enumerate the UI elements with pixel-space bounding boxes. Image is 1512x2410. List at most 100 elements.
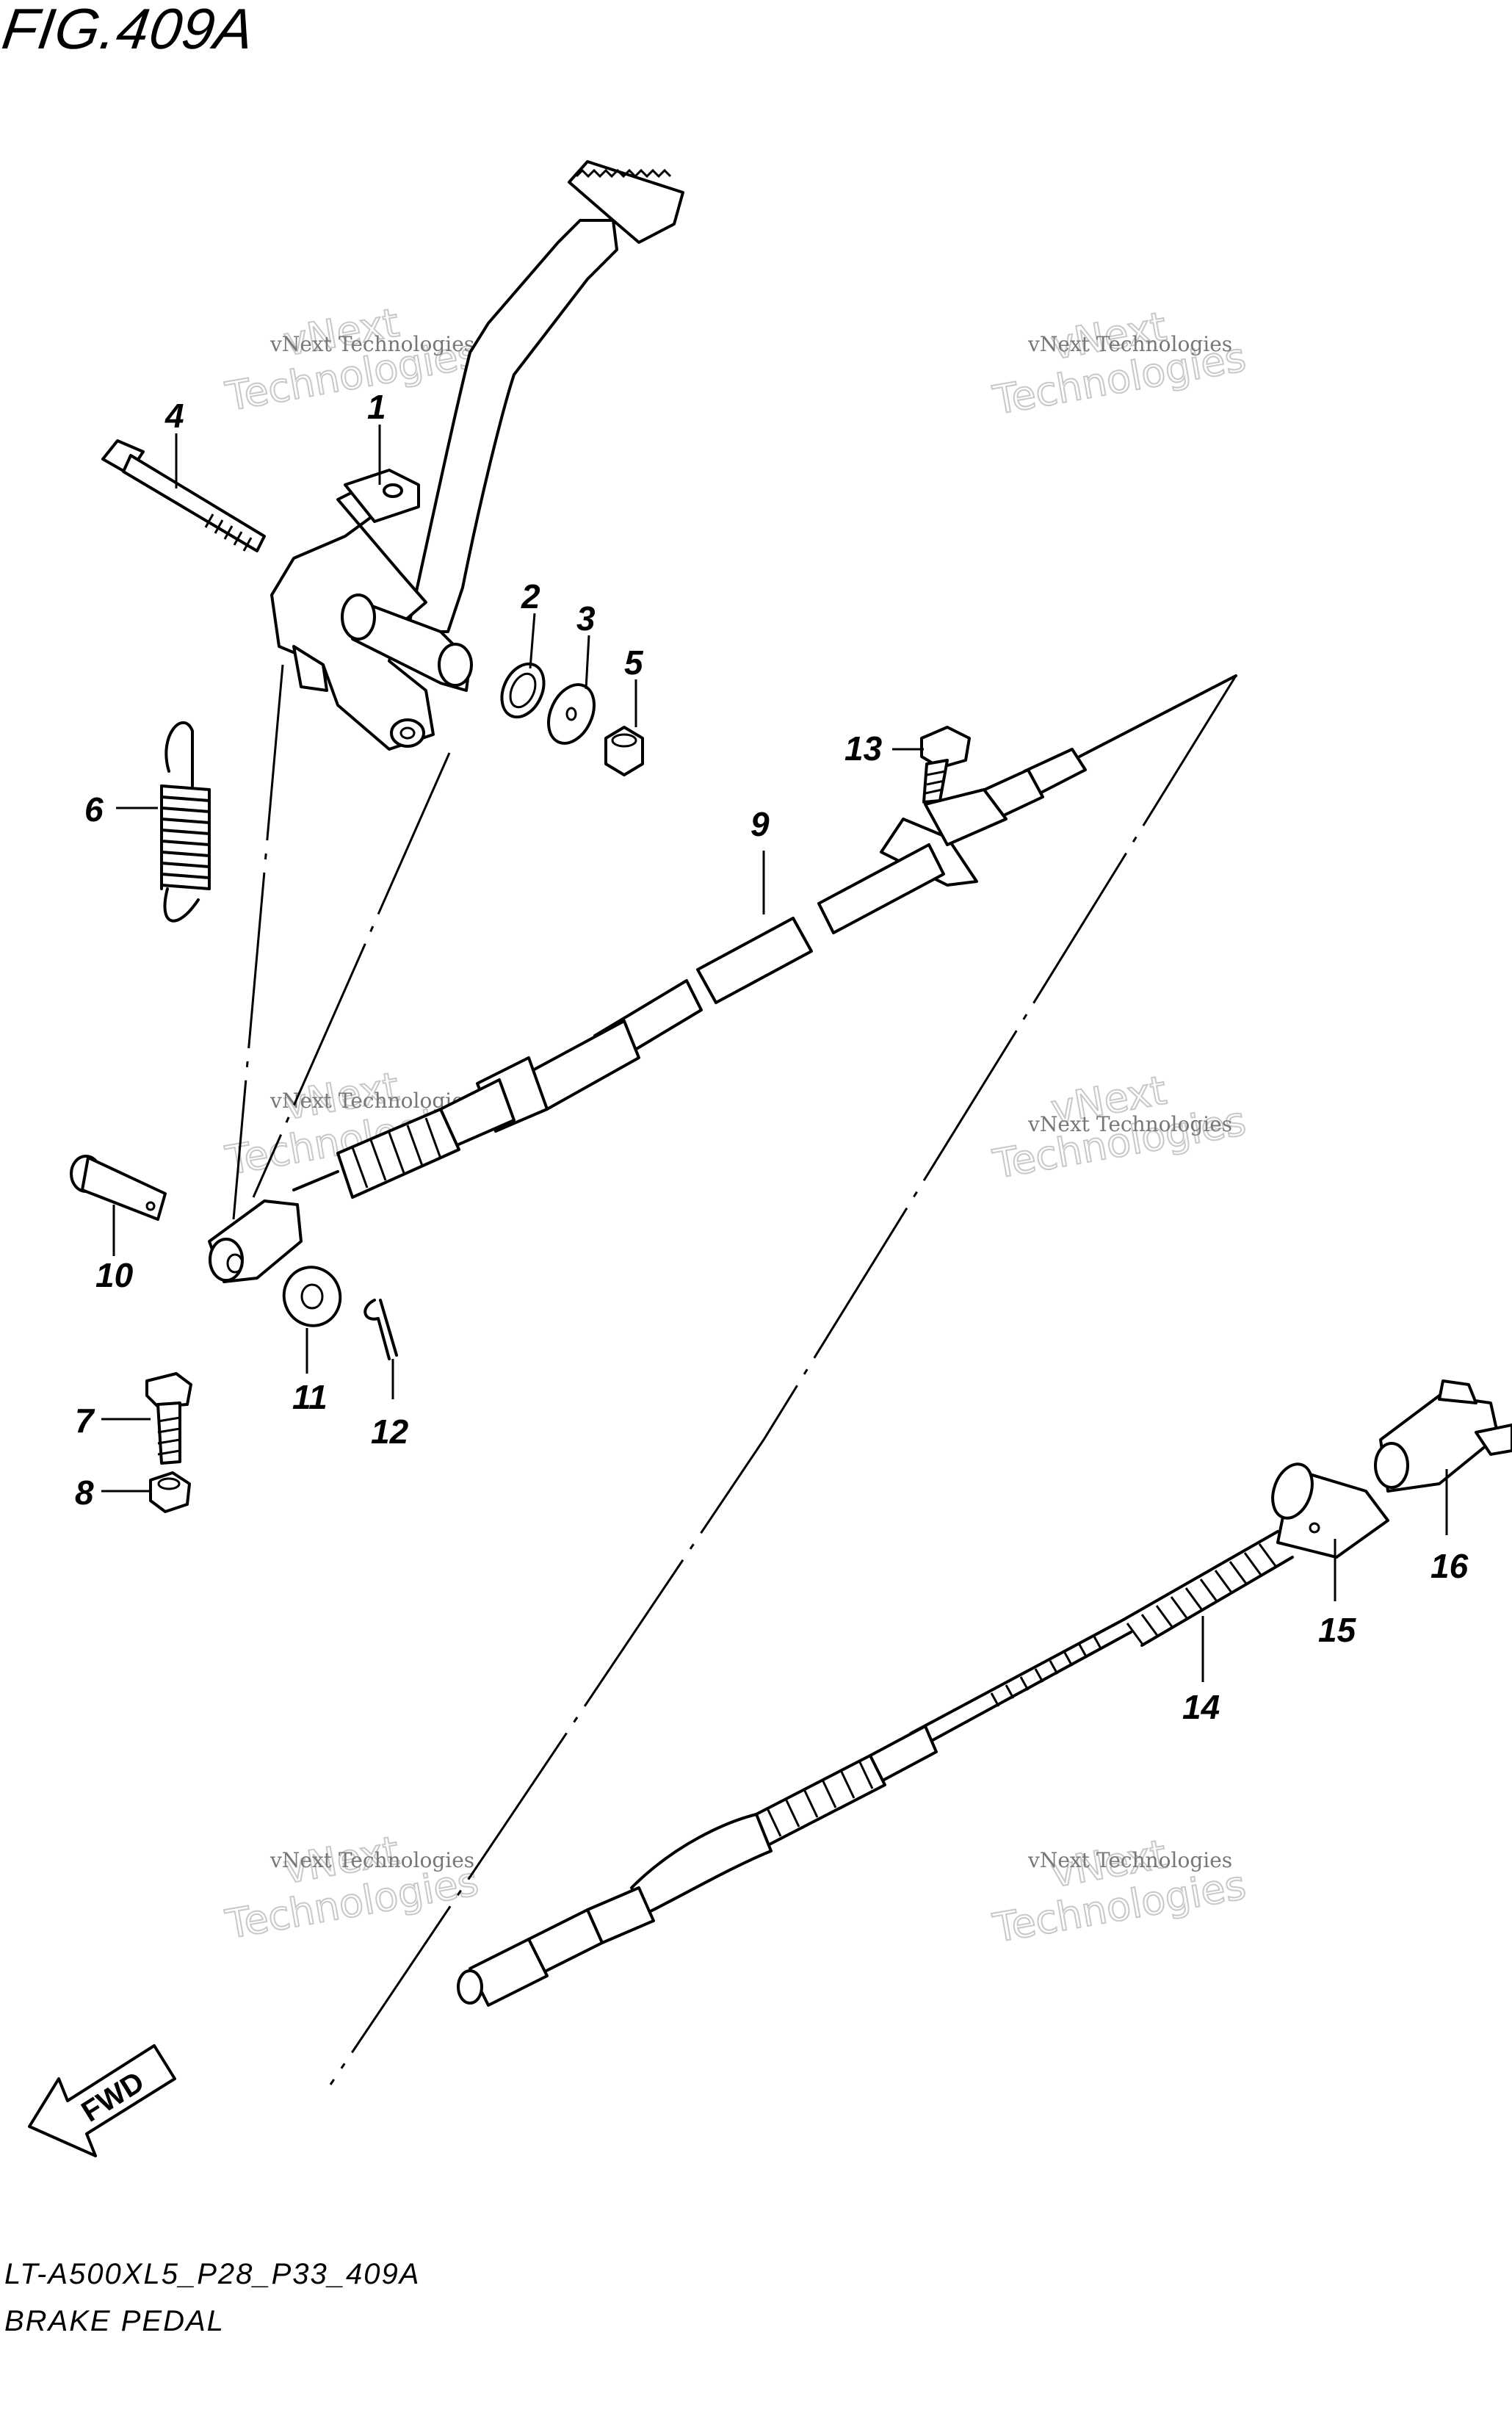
cable-dust-boot: [336, 1108, 460, 1199]
cable-clevis-hole: [226, 1253, 244, 1274]
leader-3: [585, 635, 590, 690]
lower-cable-boot: [748, 1754, 886, 1849]
guide-line-cable: [329, 675, 1237, 2085]
clevis-pin-part: [70, 1155, 167, 1221]
bolt-13-head: [920, 726, 971, 769]
callout-leaders: [101, 425, 1448, 1682]
pivot-bolt-part: [101, 439, 266, 552]
brake-cable-upper-part: [208, 748, 1087, 1283]
pedal-lower-eye: [390, 718, 425, 748]
pedal-tab-hole: [383, 483, 403, 498]
callout-16: 16: [1430, 1547, 1469, 1585]
spring-coils: [160, 784, 211, 890]
figure-title: FIG.409A: [0, 0, 259, 61]
joint-16-arm: [1475, 1424, 1512, 1456]
washer-11-outer: [282, 1266, 342, 1327]
fwd-arrow-shape: [28, 2044, 176, 2157]
washer-11-part: [282, 1266, 342, 1327]
watermark-text: vNext Technologies: [270, 332, 474, 356]
cable-boot-ribs: [351, 1117, 442, 1188]
callout-7: 7: [75, 1401, 95, 1440]
callout-13: 13: [844, 729, 883, 768]
pedal-bracket-tab: [344, 469, 420, 523]
callout-labels: 1 2 3 4 5 6 7 8 9 10 11 12 13 14 15 16: [75, 388, 1469, 1726]
fwd-arrow-icon: FWD: [28, 2044, 176, 2157]
sleeve-15-part: [1271, 1462, 1389, 1559]
callout-8: 8: [75, 1473, 94, 1512]
nut-8-hole: [157, 1477, 181, 1490]
callout-1: 1: [367, 388, 386, 426]
pivot-bolt-thread: [204, 513, 253, 552]
spring-outline: [160, 784, 211, 890]
spring-14-part: [1122, 1530, 1294, 1647]
pedal-pad-serration: [575, 168, 672, 178]
spring-14-outline: [1122, 1530, 1294, 1647]
cable-upper-collar: [924, 788, 1008, 846]
cotter-pin-shape: [363, 1299, 398, 1360]
callout-4: 4: [164, 397, 184, 435]
callout-12: 12: [371, 1413, 409, 1451]
pedal-arm: [406, 219, 618, 633]
callout-2: 2: [521, 577, 540, 616]
nut-5-hole: [611, 733, 637, 748]
cable-housing-segment-d: [527, 1020, 640, 1111]
guide-line-pedal-right: [252, 752, 451, 1198]
return-spring-part: [160, 721, 211, 923]
bolt-7-part: [145, 1372, 192, 1465]
washer-2-part: [500, 662, 546, 719]
watermark-text: vNext Technologies: [1027, 1848, 1232, 1872]
cable-clevis-eye: [209, 1238, 244, 1282]
assembly-guide-lines: [232, 664, 1237, 2085]
callout-6: 6: [84, 790, 104, 829]
nut-8-part: [149, 1471, 191, 1513]
pedal-foot-pad: [568, 160, 684, 244]
cable-housing-segment-a: [817, 843, 945, 934]
cable-housing-segment-b: [696, 917, 813, 1004]
figure-caption: BRAKE PEDAL: [4, 2305, 225, 2337]
cable-inner-rod: [292, 1170, 339, 1191]
pedal-lower-eye-hole: [399, 726, 416, 740]
spring-top-hook: [164, 721, 194, 787]
callout-15: 15: [1318, 1611, 1357, 1649]
clevis-pin-hole: [145, 1201, 156, 1211]
bolt-7-head: [145, 1372, 192, 1408]
guide-line-pedal-left: [232, 664, 284, 1220]
lower-cable-thread: [990, 1636, 1103, 1707]
callout-11: 11: [292, 1378, 328, 1416]
bolt-7-thread: [157, 1416, 181, 1456]
bolt-13-thread: [925, 770, 947, 795]
lower-cable-boot-ribs: [766, 1760, 874, 1837]
pedal-shaft-end: [438, 643, 473, 687]
washer-11-hole: [300, 1283, 324, 1310]
bolt-13-part: [920, 726, 971, 804]
watermark-text: vNext Technologies: [270, 1848, 474, 1872]
spring-bottom-hook: [163, 887, 200, 923]
guide-line-cable-top: [1078, 674, 1237, 758]
lower-cable-rod: [909, 1618, 1132, 1750]
lower-cable-end-face: [457, 1969, 483, 2005]
washer-3-part: [547, 683, 596, 745]
brake-cable-lower: [457, 1618, 1132, 2007]
leader-2: [529, 613, 536, 669]
watermark-text: vNext Technologies: [1027, 332, 1232, 356]
pedal-lower-tab: [292, 645, 328, 692]
cotter-pin-part: [363, 1299, 398, 1360]
washer-2-inner: [509, 672, 537, 709]
callout-3: 3: [576, 599, 596, 638]
model-code-label: LT-A500XL5_P28_P33_409A: [4, 2258, 421, 2290]
pivot-bolt-shank: [122, 454, 266, 552]
pedal-shaft-collar: [341, 594, 376, 641]
sleeve-15-end: [1271, 1462, 1314, 1520]
callout-14: 14: [1182, 1688, 1220, 1726]
spring-14-coils: [1126, 1543, 1277, 1646]
nut-5-part: [604, 726, 644, 776]
clevis-pin-shank: [81, 1156, 167, 1221]
washer-3-outer: [547, 683, 596, 745]
sleeve-15-hole: [1309, 1522, 1320, 1534]
joint-16-eye: [1374, 1442, 1409, 1489]
callout-10: 10: [95, 1256, 134, 1294]
callout-5: 5: [624, 643, 644, 682]
joint-16-part: [1374, 1379, 1512, 1493]
